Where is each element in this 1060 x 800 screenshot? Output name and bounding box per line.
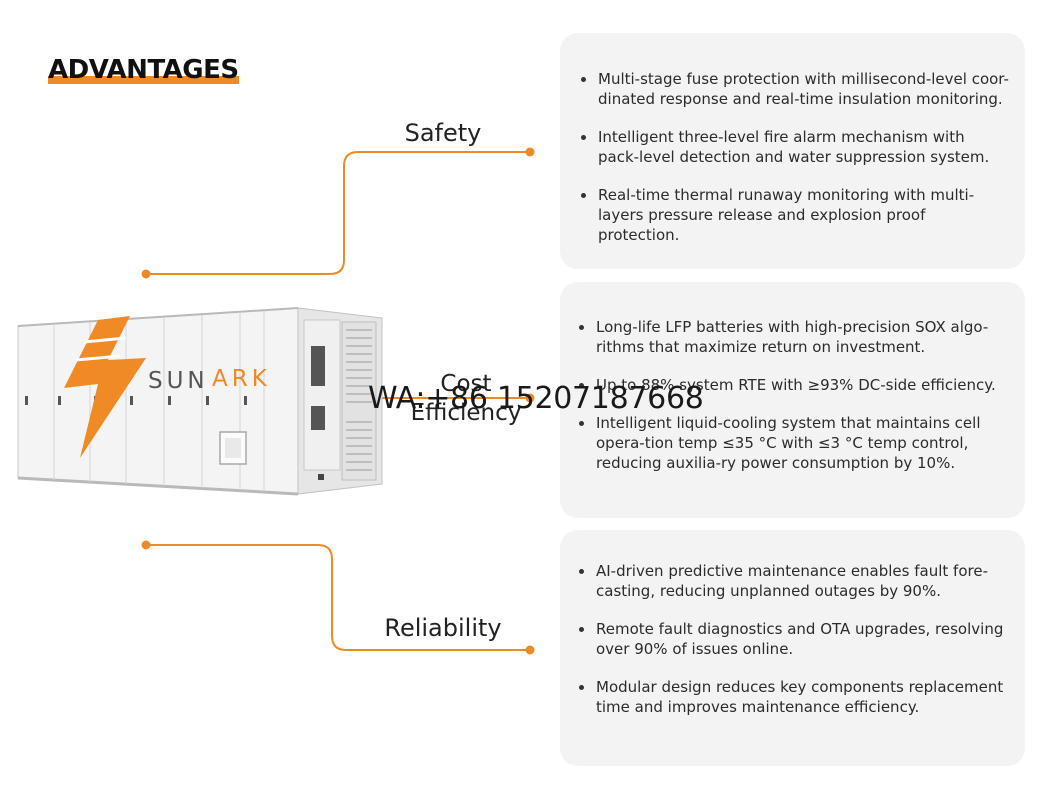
bullet-icon bbox=[581, 135, 586, 140]
bullet-icon bbox=[579, 325, 584, 330]
reliability-start-dot bbox=[141, 540, 151, 550]
label-reliability: Reliability bbox=[384, 614, 502, 642]
reliability-panel: AI-driven predictive maintenance enables… bbox=[560, 530, 1025, 766]
bullet-icon bbox=[581, 77, 586, 82]
safety-panel: Multi-stage fuse protection with millise… bbox=[560, 33, 1025, 269]
bullet-icon bbox=[579, 421, 584, 426]
battery-container-illustration: SUN ARK bbox=[17, 307, 383, 496]
bullet-icon bbox=[579, 569, 584, 574]
brand-name-right: ARK bbox=[212, 366, 271, 392]
list-item: Modular design reduces key components re… bbox=[578, 677, 1008, 717]
label-cost-efficiency: Cost Efficiency bbox=[396, 370, 536, 428]
list-item: Intelligent three-level fire alarm mecha… bbox=[580, 127, 1010, 167]
watermark-text: WA:+86 15207187668 bbox=[368, 381, 704, 416]
reliability-end-dot bbox=[525, 645, 535, 655]
list-item: Up to 88% system RTE with ≥93% DC-side e… bbox=[578, 375, 1008, 395]
label-safety: Safety bbox=[404, 119, 482, 147]
safety-start-dot bbox=[141, 269, 151, 279]
advantages-heading-block: ADVANTAGES bbox=[48, 52, 239, 88]
label-cost-line2: Efficiency bbox=[410, 400, 522, 426]
safety-connector bbox=[146, 151, 530, 275]
cost-efficiency-panel: Long-life LFP batteries with high-precis… bbox=[560, 282, 1025, 518]
list-item: AI-driven predictive maintenance enables… bbox=[578, 561, 1008, 601]
bullet-icon bbox=[579, 383, 584, 388]
page-title: ADVANTAGES bbox=[48, 55, 239, 85]
list-item: Intelligent liquid-cooling system that m… bbox=[578, 413, 1008, 473]
bullet-icon bbox=[579, 685, 584, 690]
lightning-logo bbox=[64, 316, 146, 458]
list-item: Long-life LFP batteries with high-precis… bbox=[578, 317, 1008, 357]
list-item: Real-time thermal runaway monitoring wit… bbox=[580, 185, 1010, 245]
list-item: Remote fault diagnostics and OTA upgrade… bbox=[578, 619, 1008, 659]
heading-underline bbox=[48, 76, 239, 84]
list-item: Multi-stage fuse protection with millise… bbox=[580, 69, 1010, 109]
label-cost-line1: Cost bbox=[440, 371, 492, 397]
brand-name-left: SUN bbox=[148, 368, 209, 394]
bullet-icon bbox=[581, 193, 586, 198]
bullet-icon bbox=[579, 627, 584, 632]
safety-end-dot bbox=[525, 147, 535, 157]
